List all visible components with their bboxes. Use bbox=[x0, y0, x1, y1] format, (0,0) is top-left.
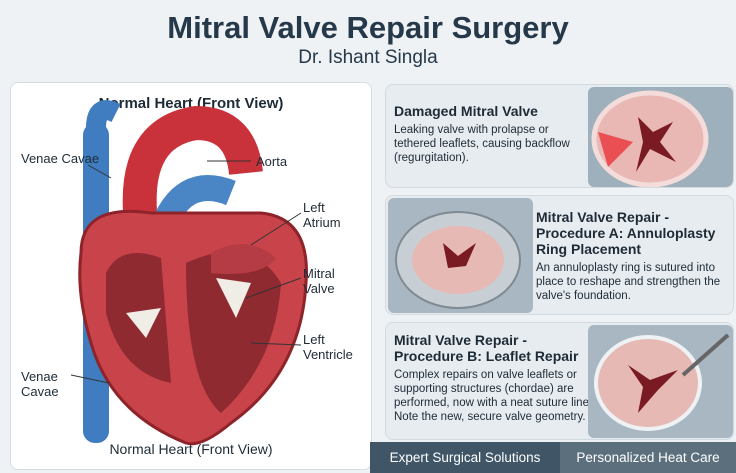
footer-left: Expert Surgical Solutions bbox=[370, 442, 560, 473]
card-text: Leaking valve with prolapse or tethered … bbox=[394, 124, 570, 164]
card-text: Complex repairs on valve leaflets or sup… bbox=[394, 369, 593, 423]
subtitle: Dr. Ishant Singla bbox=[298, 47, 438, 68]
label-venae-cavae-bottom: Venae Cavae bbox=[21, 369, 59, 399]
footer-bar: Expert Surgical Solutions Personalized H… bbox=[370, 442, 736, 473]
leaflet-repair-image bbox=[588, 325, 733, 438]
heart-illustration bbox=[70, 100, 308, 446]
label-venae-cavae-top: Venae Cavae bbox=[21, 151, 100, 166]
page-title: Mitral Valve Repair Surgery bbox=[167, 10, 569, 45]
panel-heading: Normal Heart (Front View) bbox=[98, 95, 284, 112]
card-damaged-valve: Damaged Mitral Valve Leaking valve with … bbox=[385, 84, 734, 188]
card-title: Mitral Valve Repair - Procedure A: Annul… bbox=[536, 209, 716, 257]
label-left-ventricle: Left Ventricle bbox=[303, 332, 353, 362]
card-procedure-b: Mitral Valve Repair - Procedure B: Leafl… bbox=[385, 322, 734, 440]
annuloplasty-image bbox=[388, 198, 533, 313]
card-title: Mitral Valve Repair - Procedure B: Leafl… bbox=[394, 332, 579, 364]
damaged-valve-image bbox=[588, 87, 733, 187]
normal-heart-panel: Normal Heart (Front View) Venae Cavae Ao… bbox=[10, 82, 372, 470]
label-mitral-valve: Mitral Valve bbox=[303, 266, 335, 296]
card-procedure-a: Mitral Valve Repair - Procedure A: Annul… bbox=[385, 195, 734, 315]
footer-right: Personalized Heat Care bbox=[560, 442, 736, 473]
leader-line bbox=[87, 164, 112, 179]
label-left-atrium: Left Atrium bbox=[303, 200, 341, 230]
card-text: An annuloplasty ring is sutured into pla… bbox=[536, 262, 721, 302]
panel-caption: Normal Heart (Front View) bbox=[109, 441, 273, 457]
card-title: Damaged Mitral Valve bbox=[394, 103, 538, 119]
label-aorta: Aorta bbox=[256, 154, 288, 169]
